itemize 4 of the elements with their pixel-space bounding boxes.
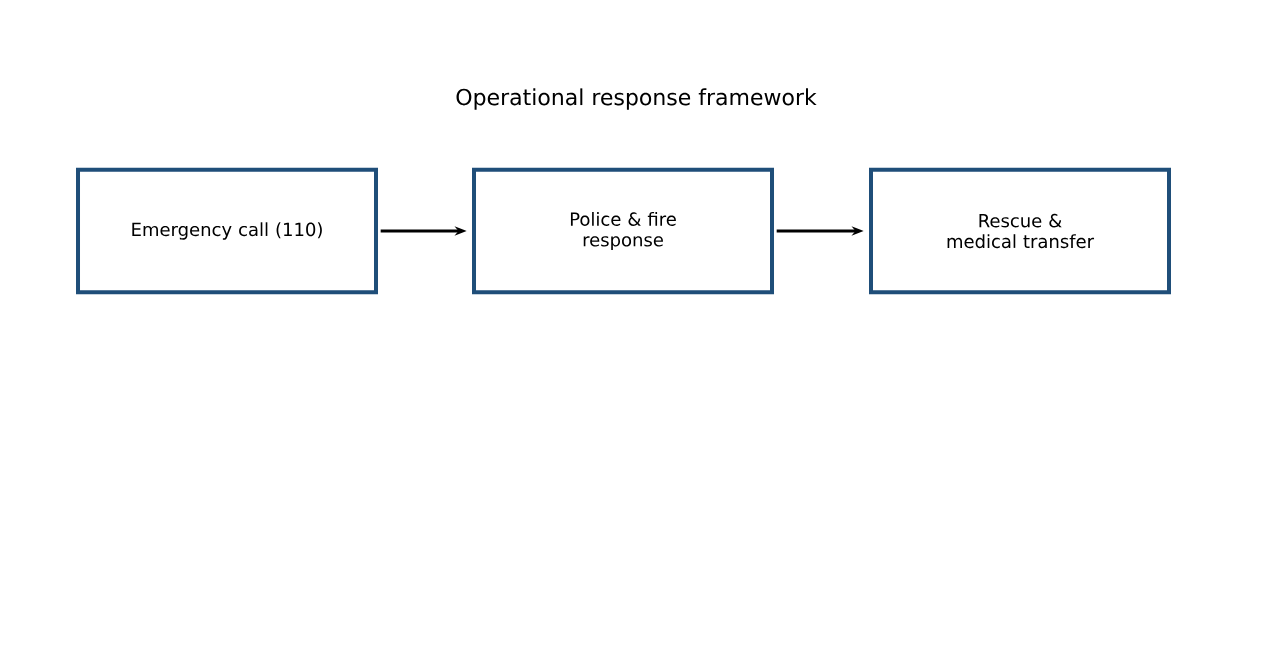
- title: Operational response framework: [456, 88, 817, 110]
- process-box: Police & fire response: [472, 167, 774, 295]
- process-box: Rescue & medical transfer: [869, 167, 1171, 295]
- process-box: Emergency call (110): [76, 167, 378, 295]
